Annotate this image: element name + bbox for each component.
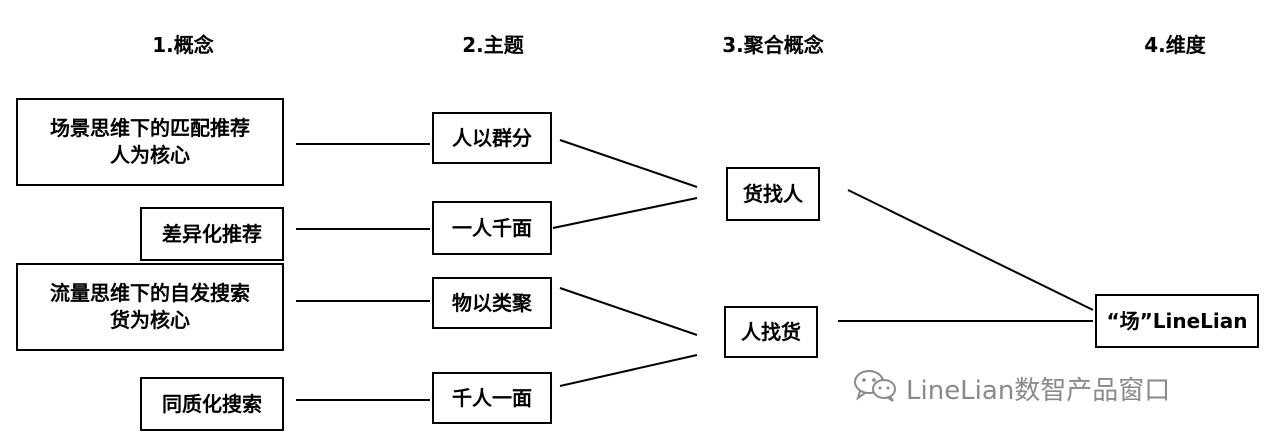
aggregate-box-label: 货找人: [743, 181, 803, 206]
topic-box-4: 千人一面: [432, 372, 552, 424]
topic-box-label: 物以类聚: [452, 290, 532, 315]
topic-box-label: 千人一面: [452, 385, 532, 410]
connector-t3-a2: [559, 287, 698, 336]
topic-box-label: 人以群分: [452, 125, 532, 150]
aggregate-box-label: 人找货: [741, 319, 801, 344]
dimension-box-label: “场”LineLian: [1106, 308, 1248, 333]
concept-box-scene-match: 场景思维下的匹配推荐 人为核心: [16, 98, 284, 186]
wechat-icon: [852, 368, 898, 409]
header-topic: 2.主题: [462, 33, 524, 57]
topic-box-3: 物以类聚: [432, 277, 552, 329]
watermark: LineLian数智产品窗口: [852, 368, 1170, 408]
concept-box-label: 差异化推荐: [162, 221, 262, 246]
concept-box-diff-recommend: 差异化推荐: [140, 207, 284, 261]
concept-box-homog-search: 同质化搜索: [140, 377, 284, 431]
concept-box-label: 同质化搜索: [162, 391, 262, 416]
watermark-text: LineLian数智产品窗口: [906, 375, 1171, 406]
connector-a1-d: [847, 189, 1094, 311]
header-concept: 1.概念: [152, 33, 214, 57]
topic-box-label: 一人千面: [452, 215, 532, 240]
concept-box-traffic-search: 流量思维下的自发搜索 货为核心: [16, 263, 284, 351]
topic-box-1: 人以群分: [432, 112, 552, 164]
concept-box-line: 人为核心: [110, 143, 190, 167]
aggregate-box-2: 人找货: [724, 306, 818, 358]
connector-t1-a1: [559, 139, 698, 188]
dimension-box: “场”LineLian: [1095, 294, 1259, 348]
concept-box-line: 流量思维下的自发搜索: [50, 281, 250, 305]
header-aggregate: 3.聚合概念: [722, 33, 824, 57]
concept-box-line: 场景思维下的匹配推荐: [50, 116, 250, 140]
topic-box-2: 一人千面: [432, 201, 552, 255]
connector-t2-a1: [552, 197, 698, 229]
connector-t4-a2: [559, 354, 698, 387]
concept-box-line: 货为核心: [110, 308, 190, 332]
header-dimension: 4.维度: [1144, 33, 1206, 57]
aggregate-box-1: 货找人: [726, 167, 820, 221]
